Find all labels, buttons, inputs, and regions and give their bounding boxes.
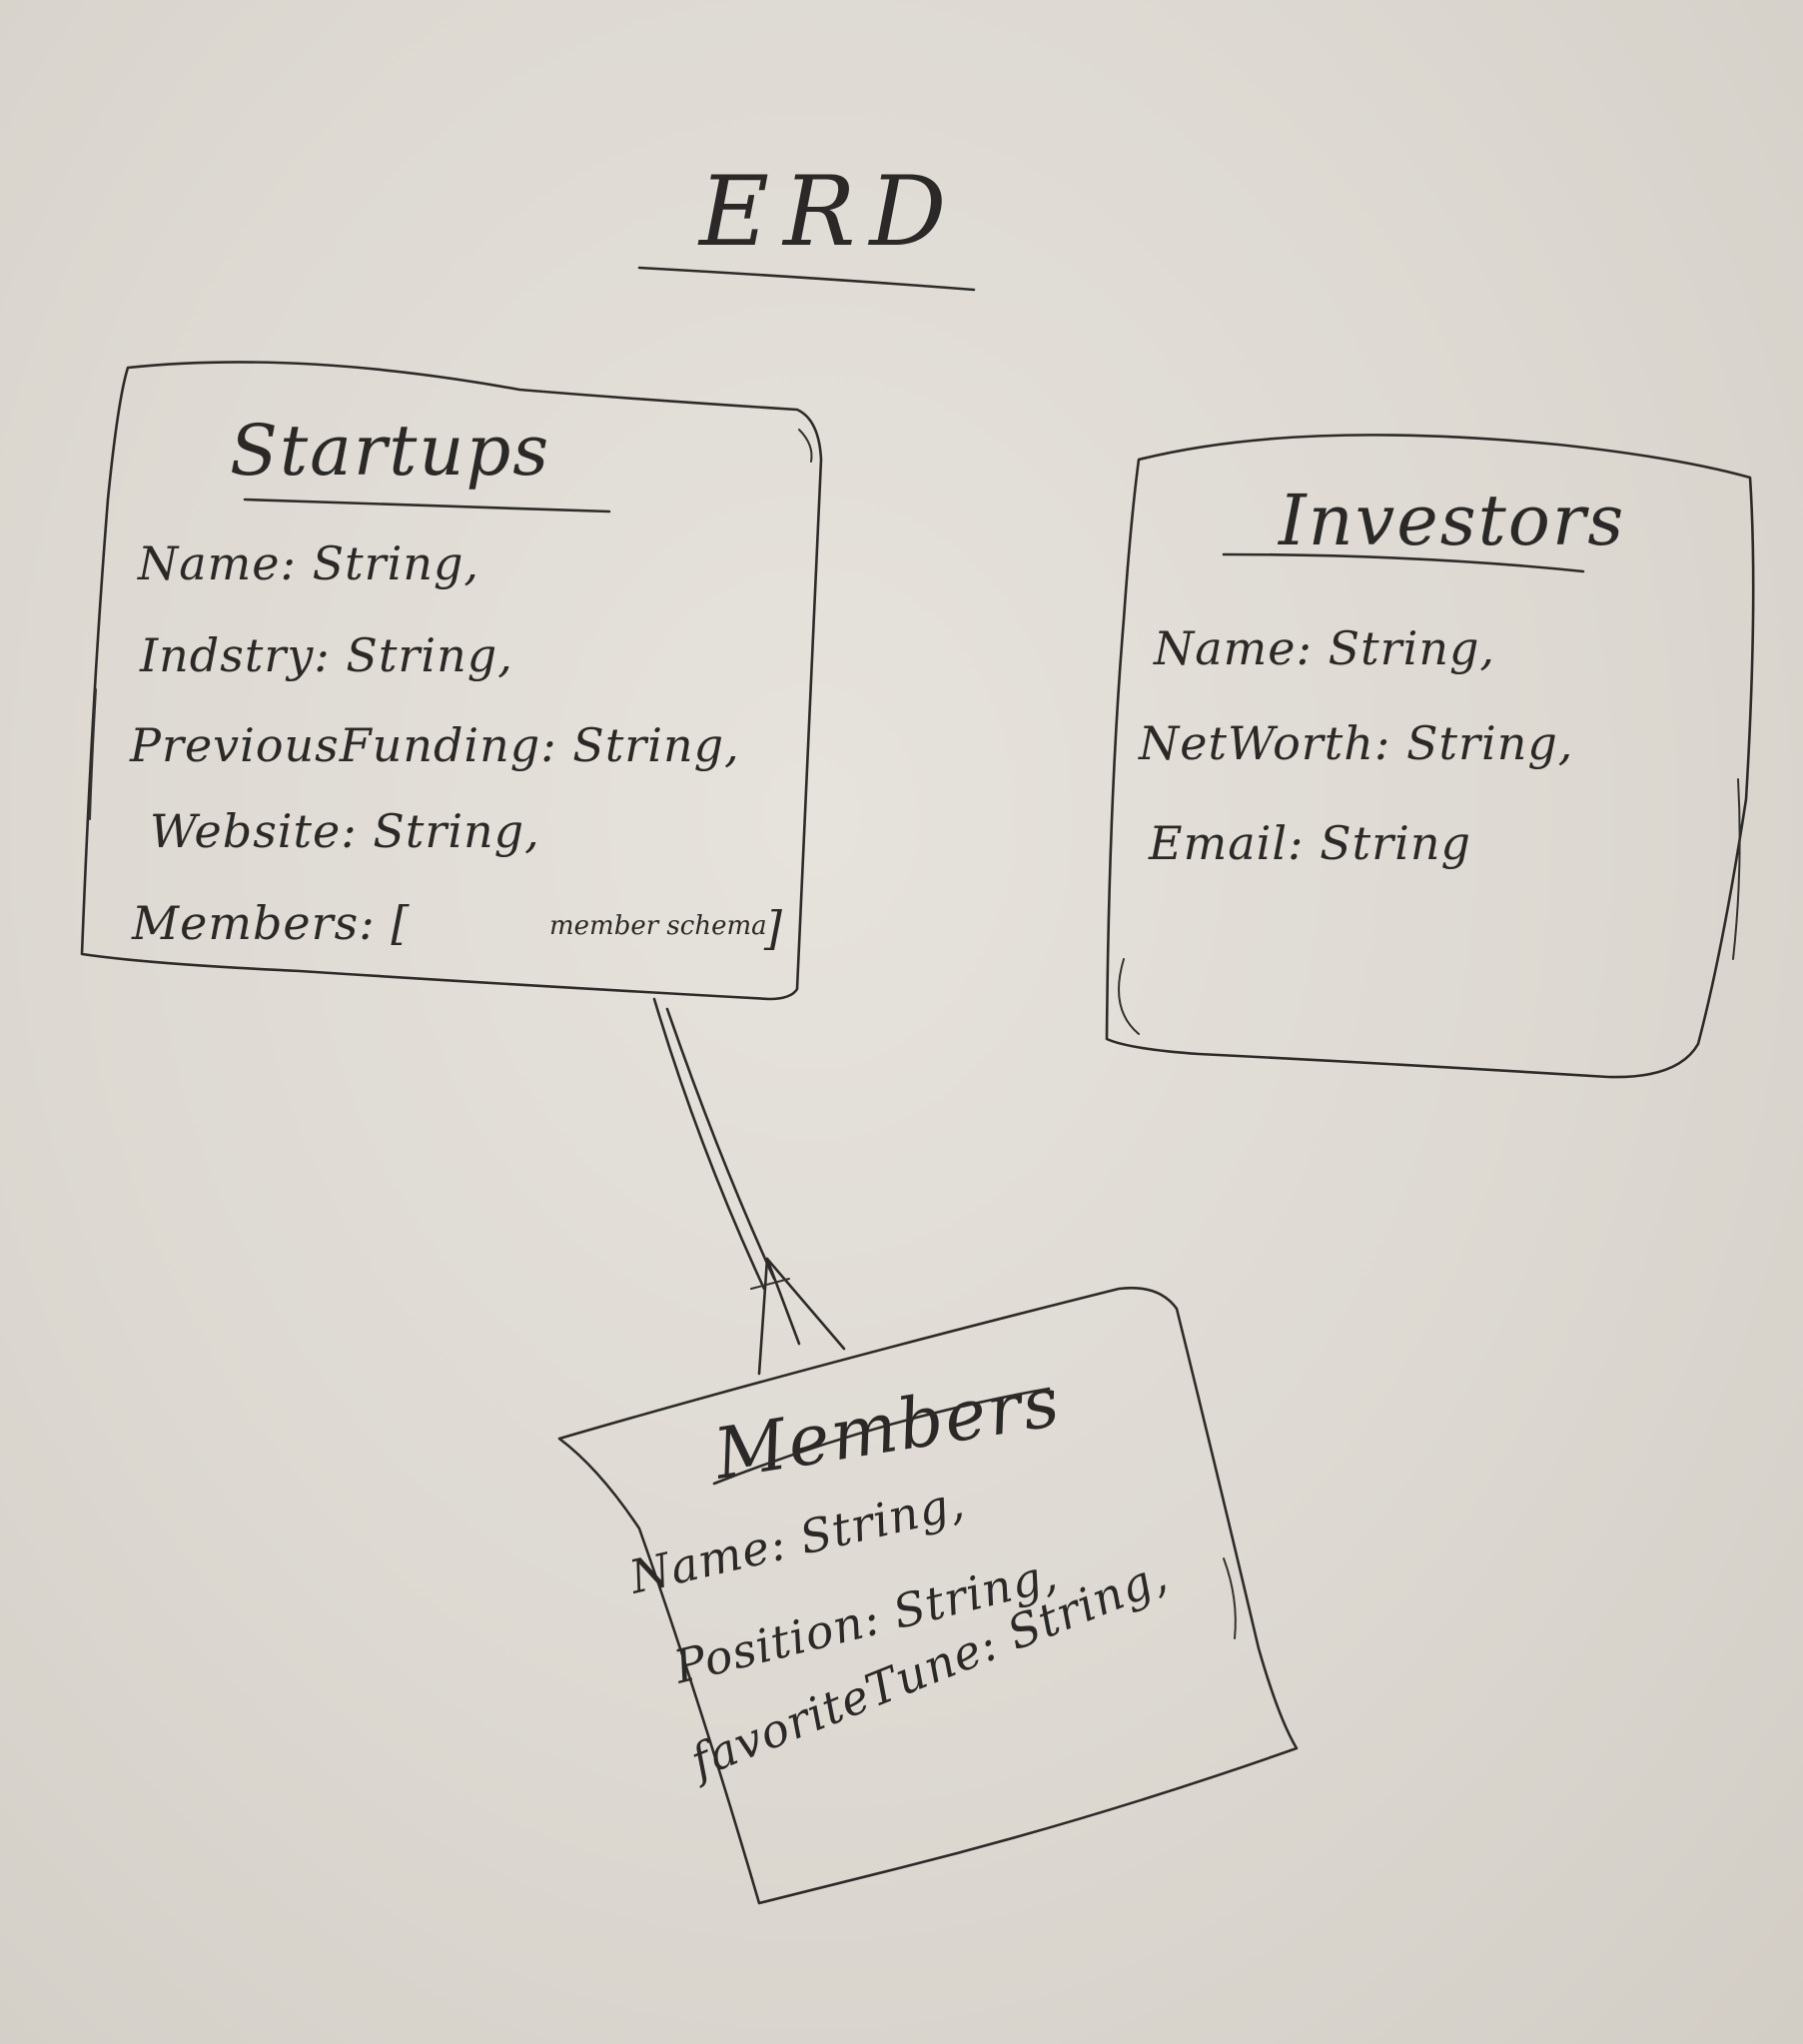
entity-box-investors — [1105, 434, 1755, 1079]
entity-title-underline — [1222, 552, 1585, 573]
relationship-line — [652, 997, 766, 1291]
box-sketch-stroke — [1223, 1557, 1237, 1639]
entity-title-underline — [243, 498, 611, 513]
crows-foot-prong — [757, 1257, 769, 1376]
crows-foot-prong — [765, 1257, 846, 1351]
entity-title-startups: Startups — [230, 410, 550, 492]
diagram-title: ERD — [637, 156, 976, 292]
crows-foot-tick — [750, 1278, 790, 1290]
entity-investors: Investors Name: String, NetWorth: String… — [1105, 434, 1755, 1079]
field-startups-members-close: ] — [763, 901, 783, 955]
entity-title-members: Members — [707, 1360, 1067, 1496]
entity-box-startups — [80, 361, 823, 1001]
crows-foot-prong — [765, 1257, 801, 1346]
title-underline — [637, 266, 976, 292]
relationship-startups-members — [652, 997, 846, 1376]
field-startups-members-ref: member schema — [549, 911, 767, 941]
field-startups-members: Members: [ — [131, 896, 410, 950]
field-investors-email: Email: String — [1148, 816, 1471, 870]
box-sketch-stroke — [1118, 958, 1140, 1035]
field-investors-name: Name: String, — [1153, 621, 1495, 675]
diagram-title-text: ERD — [697, 156, 960, 268]
relationship-line — [665, 1007, 776, 1281]
entity-members: Members Name: String, Position: String, … — [557, 1286, 1299, 1905]
field-startups-industry: Indstry: String, — [139, 628, 513, 682]
entity-title-underline — [712, 1387, 1051, 1486]
field-startups-previous-funding: PreviousFunding: String, — [129, 718, 740, 772]
entity-title-investors: Investors — [1277, 480, 1625, 561]
field-investors-networth: NetWorth: String, — [1138, 716, 1573, 770]
box-sketch-stroke — [798, 429, 813, 463]
box-sketch-stroke — [89, 688, 97, 820]
entity-startups: Startups Name: String, Indstry: String, … — [80, 361, 823, 1001]
box-sketch-stroke — [1732, 778, 1741, 960]
entity-box-members — [557, 1286, 1299, 1905]
field-startups-website: Website: String, — [150, 804, 540, 858]
field-startups-name: Name: String, — [137, 536, 479, 590]
